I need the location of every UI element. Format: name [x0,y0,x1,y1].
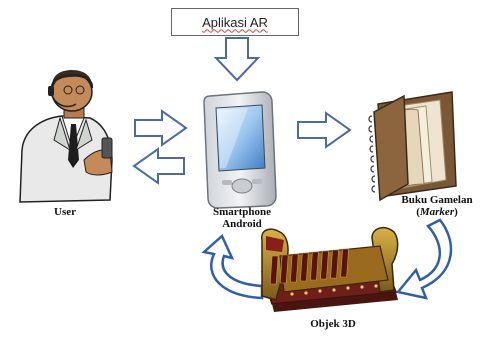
object3d-label: Objek 3D [310,318,356,330]
gamelan-3d-object-icon [261,227,399,312]
book-label-line1: Buku Gamelan [401,194,473,206]
app-ar-box: Aplikasi AR [171,8,299,36]
arrow-phone-to-user [132,147,185,185]
book-label: Buku Gamelan (Marker) [388,194,486,218]
user-label: User [54,206,76,218]
curved-arrow-book-to-object [395,218,453,300]
book-label-line2: (Marker) [416,206,458,218]
arrow-user-to-phone [134,109,188,147]
book-marker-icon [368,91,457,202]
curved-arrow-object-to-phone [201,233,264,300]
smartphone-label-line1: Smartphone [212,206,272,218]
arrow-phone-to-book [297,111,352,149]
user-figure-icon [19,70,113,203]
app-ar-label: Aplikasi AR [202,14,268,30]
smartphone-label: Smartphone Android [192,206,292,230]
arrow-down-app-to-phone [213,37,261,82]
smartphone-label-line2: Android [222,218,262,230]
smartphone-icon [203,91,277,209]
